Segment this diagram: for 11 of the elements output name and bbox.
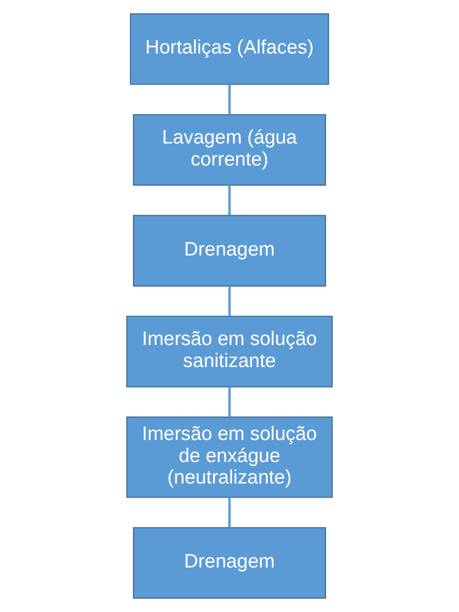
connector <box>228 497 231 528</box>
node-box: Imersão em solução sanitizante <box>126 316 333 388</box>
node-box: Imersão em solução de enxágue (neutralizante) <box>126 416 333 498</box>
node-box: Drenagem <box>132 527 326 599</box>
node-box: Lavagem (água corrente) <box>132 114 326 186</box>
connector <box>228 286 231 316</box>
node-box: Hortaliças (Alfaces) <box>130 13 330 85</box>
node-box: Drenagem <box>132 214 326 287</box>
connector <box>228 386 231 418</box>
connector <box>228 185 231 216</box>
connector <box>228 84 231 114</box>
